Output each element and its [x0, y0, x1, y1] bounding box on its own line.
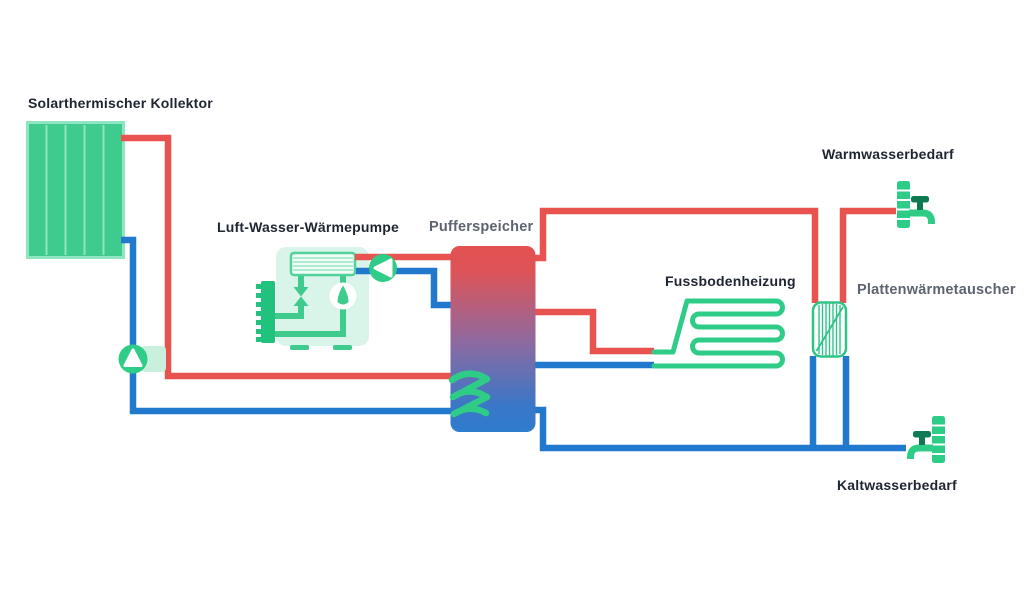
label-hot-water-demand: Warmwasserbedarf	[822, 146, 954, 162]
heating-coil-icon	[448, 370, 491, 418]
plate-heat-exchanger-icon	[811, 301, 848, 358]
hot-pipes	[121, 134, 896, 380]
label-cold-water-demand: Kaltwasserbedarf	[837, 477, 957, 493]
heat-pump-unit-icon	[256, 247, 369, 350]
label-heat-pump: Luft-Wasser-Wärmepumpe	[217, 219, 400, 235]
solar-collector-icon	[26, 121, 125, 259]
label-buffer-tank: Pufferspeicher	[429, 219, 534, 235]
label-plate-heat-exchanger: Plattenwärmetauscher	[857, 282, 1016, 298]
buffer-tank-icon	[448, 246, 536, 432]
label-floor-heating: Fussbodenheizung	[665, 273, 796, 289]
hot-water-tap-icon	[897, 181, 932, 228]
cold-water-tap-icon	[911, 416, 946, 463]
floor-heating-loop-icon	[651, 298, 785, 369]
label-solar-collector: Solarthermischer Kollektor	[28, 95, 213, 111]
circulation-pump-heatpump-icon	[369, 254, 397, 282]
circulation-pump-solar-icon	[118, 344, 166, 374]
